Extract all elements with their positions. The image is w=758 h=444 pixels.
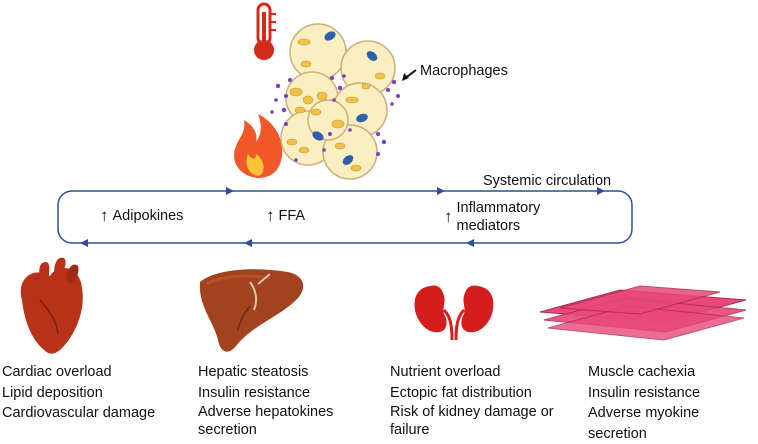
circulation-item-inflammatory-mediators: ↑Inflammatory mediators: [444, 199, 540, 235]
effect-item: Risk of kidney damage or failure: [390, 404, 554, 438]
circulation-item-label: Inflammatory mediators: [456, 200, 541, 234]
effect-item: Muscle cachexia: [588, 364, 696, 380]
circulation-loop: [57, 187, 633, 247]
effect-item: Insulin resistance: [588, 384, 701, 401]
circulation-item-label: FFA: [278, 208, 306, 224]
up-arrow-icon: ↑: [444, 207, 453, 226]
effect-item: Adverse myokine secretion: [588, 405, 700, 442]
thermometer-icon: [254, 2, 276, 60]
effect-item: Insulin resistance: [198, 384, 311, 401]
adipose-tissue-cluster: [270, 23, 400, 180]
effect-item: Lipid deposition: [2, 384, 103, 401]
heart-icon: [20, 257, 83, 354]
systemic-circulation-label: Systemic circulation: [483, 173, 612, 189]
up-arrow-icon: ↑: [266, 206, 275, 225]
muscle-effects-list: Muscle cachexia Insulin resistance Adver…: [588, 362, 758, 444]
macrophages-label: Macrophages: [420, 63, 508, 79]
effect-item: Hepatic steatosis: [198, 364, 309, 380]
kidney-effects-list: Nutrient overload Ectopic fat distributi…: [390, 362, 554, 439]
effect-item: Adverse hepatokines secretion: [198, 404, 334, 438]
effect-item: Cardiac overload: [2, 364, 112, 380]
effect-item: Ectopic fat distribution: [390, 384, 532, 401]
kidney-icon: [414, 285, 494, 341]
liver-effects-list: Hepatic steatosis Insulin resistance Adv…: [198, 362, 333, 439]
circulation-item-label: Adipokines: [112, 208, 184, 224]
circulation-item-ffa: ↑FFA: [266, 207, 305, 225]
up-arrow-icon: ↑: [100, 206, 109, 225]
liver-icon: [199, 269, 304, 352]
circulation-item-adipokines: ↑Adipokines: [100, 207, 183, 225]
heart-effects-list: Cardiac overload Lipid deposition Cardio…: [2, 362, 155, 424]
flame-icon: [234, 114, 283, 178]
muscle-icon: [539, 285, 747, 341]
effect-item: Cardiovascular damage: [2, 405, 156, 421]
effect-item: Nutrient overload: [390, 364, 501, 380]
